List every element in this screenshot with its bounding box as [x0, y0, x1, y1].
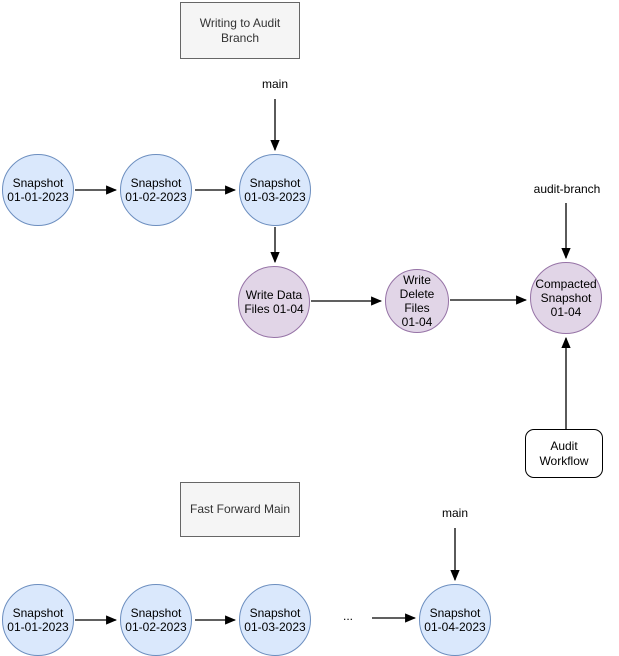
branch-label-main-top: main: [261, 77, 288, 91]
node-snapshot-0103-ff: Snapshot 01-03-2023: [239, 584, 311, 656]
section-title-writing-to-audit-branch: Writing to Audit Branch: [180, 2, 300, 59]
node-write-delete-files: Write Delete Files 01-04: [385, 269, 449, 333]
node-write-data-files: Write Data Files 01-04: [238, 266, 310, 338]
node-snapshot-0101-ff: Snapshot 01-01-2023: [2, 584, 74, 656]
node-snapshot-0102-writing: Snapshot 01-02-2023: [120, 154, 192, 226]
node-compacted-snapshot: Compacted Snapshot 01-04: [530, 262, 602, 334]
node-snapshot-0101-writing: Snapshot 01-01-2023: [2, 154, 74, 226]
node-audit-workflow: Audit Workflow: [525, 429, 603, 478]
branch-label-main-bottom: main: [441, 506, 468, 520]
ellipsis-label: ...: [342, 609, 353, 623]
node-snapshot-0102-ff: Snapshot 01-02-2023: [120, 584, 192, 656]
section-title-fast-forward-main: Fast Forward Main: [180, 482, 300, 537]
node-snapshot-0103-writing: Snapshot 01-03-2023: [239, 154, 311, 226]
branch-label-audit-branch: audit-branch: [533, 182, 601, 196]
node-snapshot-0104-ff: Snapshot 01-04-2023: [419, 584, 491, 656]
